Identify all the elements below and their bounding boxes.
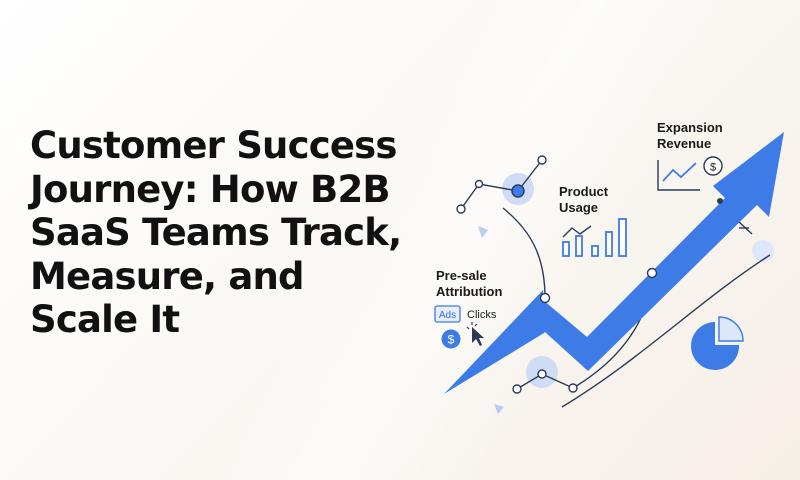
dollar-coin-icon: $ [703, 156, 723, 176]
network-nodes [456, 155, 578, 394]
clicks-label: Clicks [467, 309, 497, 321]
pie-chart-icon [691, 316, 744, 370]
presale-label-line-1: Pre-sale [436, 268, 487, 283]
trend-arrow-icon [444, 132, 784, 394]
expansion-label-line-1: Expansion [657, 120, 723, 135]
dollar-coin-icon: $ [441, 329, 461, 349]
title-line-4: Measure, and [30, 254, 305, 298]
network-node [474, 179, 484, 189]
arrow-node [646, 267, 658, 279]
network-node [511, 184, 525, 198]
bar-chart-icon [562, 218, 627, 257]
page-title: Customer Success Journey: How B2B SaaS T… [30, 124, 430, 342]
product-label-line-1: Product [559, 184, 609, 199]
title-line-3: SaaS Teams Track, [30, 211, 402, 254]
line-chart-icon [657, 160, 700, 191]
arrow-node [717, 198, 723, 204]
title-line-2: Journey: How B2B [30, 167, 391, 211]
decor-triangle [478, 226, 488, 238]
network-node [568, 383, 578, 393]
product-label-line-2: Usage [559, 200, 598, 215]
dollar-sign: $ [710, 162, 716, 174]
ads-tag: Ads [434, 305, 461, 323]
presale-label-line-2: Attribution [436, 284, 502, 299]
cursor-click-icon [466, 322, 484, 346]
decor-triangle [494, 404, 504, 414]
dollar-sign: $ [448, 333, 455, 347]
network-node [537, 155, 547, 165]
network-node [456, 204, 466, 214]
network-node [512, 384, 522, 394]
title-line-5: Scale It [30, 298, 180, 341]
title-line-1: Customer Success [30, 124, 397, 167]
expansion-label-line-2: Revenue [657, 136, 711, 151]
ads-label: Ads [439, 310, 456, 321]
decor-circle [752, 240, 774, 262]
network-node [537, 369, 547, 379]
arrow-node [539, 292, 551, 304]
